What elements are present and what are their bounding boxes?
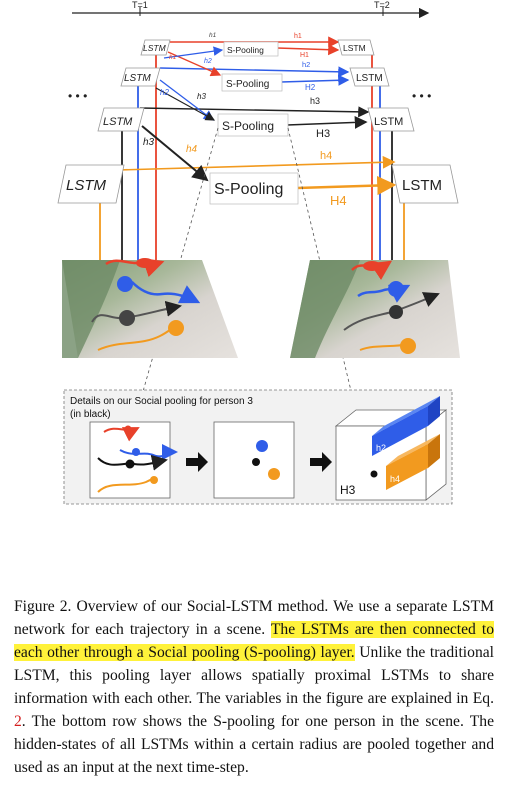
svg-text:S-Pooling: S-Pooling	[214, 181, 283, 198]
lstm-left-4: LSTM	[57, 164, 125, 204]
lstm-right-4: LSTM	[391, 164, 459, 204]
lstm-right-1: LSTM	[337, 39, 375, 56]
caption-text-3: . The bottom row shows the S-pooling for…	[14, 713, 494, 776]
scene-right	[290, 260, 460, 358]
label-h2-top: h2	[302, 60, 310, 69]
svg-text:LSTM: LSTM	[103, 116, 133, 128]
label-h2-a: h2	[204, 58, 212, 65]
svg-text:LSTM: LSTM	[402, 177, 442, 194]
svg-text:LSTM: LSTM	[66, 177, 107, 194]
time-label-t1: T=1	[132, 0, 148, 10]
label-h4-top: h4	[320, 150, 332, 162]
lstm-left-3: LSTM	[97, 107, 145, 132]
label-h4-a: h4	[186, 144, 198, 155]
label-H2: H2	[305, 83, 316, 92]
svg-text:LSTM: LSTM	[356, 73, 383, 84]
ellipsis-left: • • •	[68, 89, 87, 103]
spooling-2: S-Pooling	[221, 73, 283, 92]
details-title-line2: (in black)	[70, 409, 111, 420]
lstm-left-1: LSTM	[140, 39, 171, 56]
label-h3-b: h3	[143, 137, 155, 148]
svg-text:LSTM: LSTM	[343, 43, 366, 53]
spooling-4: S-Pooling	[209, 172, 299, 205]
label-H3: H3	[316, 128, 330, 140]
label-H1: H1	[300, 52, 309, 59]
svg-text:S-Pooling: S-Pooling	[227, 45, 264, 55]
spooling-1: S-Pooling	[223, 41, 279, 57]
label-H4: H4	[330, 193, 347, 208]
lstm-right-2: LSTM	[349, 67, 390, 87]
caption-text-2: Unlike the traditional LSTM, this poolin…	[14, 644, 494, 707]
box-label-H3: H3	[340, 483, 356, 497]
label-h3-top: h3	[310, 96, 320, 106]
label-h1-b: h1	[169, 54, 177, 61]
time-label-t2: T=2	[374, 0, 390, 10]
box-label-h2: h2	[376, 443, 386, 453]
label-h3-a: h3	[197, 92, 206, 101]
caption-text-1: Figure 2. Overview of our Social-LSTM me…	[14, 598, 494, 638]
svg-text:S-Pooling: S-Pooling	[222, 119, 274, 133]
label-h1-a: h1	[209, 32, 217, 39]
ellipsis-right: • • •	[412, 89, 431, 103]
box-label-h4: h4	[390, 474, 400, 484]
details-panel: Details on our Social pooling for person…	[63, 389, 453, 505]
details-title-line1: Details on our Social pooling for person…	[70, 396, 253, 407]
social-lstm-figure: T=1 T=2 • • • • • • LSTM LSTM LSTM LSTM	[57, 0, 460, 505]
equation-reference-link[interactable]: 2	[14, 713, 22, 730]
svg-text:S-Pooling: S-Pooling	[226, 79, 269, 90]
figure-caption: Figure 2. Overview of our Social-LSTM me…	[14, 595, 494, 779]
label-h2-b: h2	[160, 88, 169, 97]
svg-text:LSTM: LSTM	[124, 73, 151, 84]
label-h1-top: h1	[294, 33, 302, 40]
lstm-left-2: LSTM	[120, 67, 161, 87]
spooling-3: S-Pooling	[217, 113, 289, 137]
scene-left	[62, 258, 238, 358]
svg-text:LSTM: LSTM	[374, 116, 403, 128]
lstm-right-3: LSTM	[367, 107, 415, 132]
svg-text:LSTM: LSTM	[143, 43, 167, 53]
